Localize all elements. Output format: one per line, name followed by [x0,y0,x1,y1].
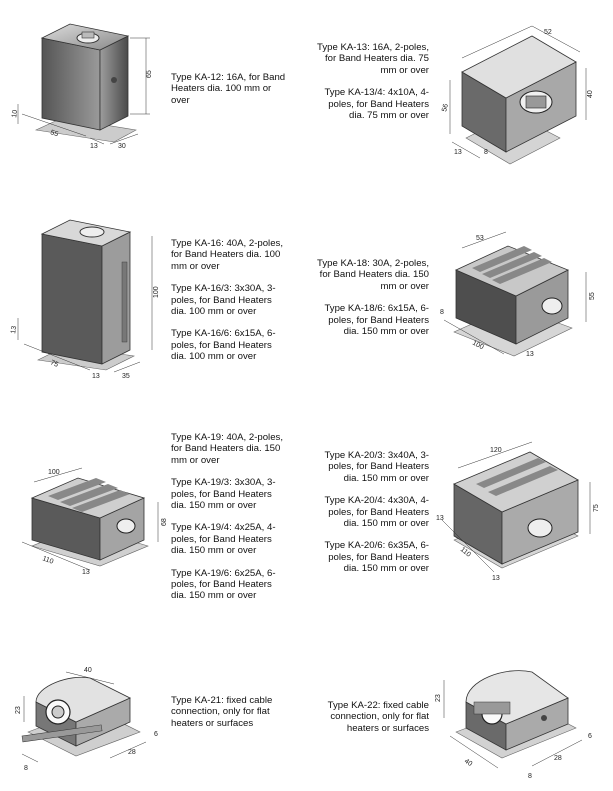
dim-label: 28 [128,749,136,756]
ka-19-caption: Type KA-19: 40A, 2-poles, for Band Heate… [171,432,289,613]
spec-line: Type KA-16/3: 3x30A, 3-poles, for Band H… [171,283,276,318]
dim-label: 8 [24,765,28,772]
spec-line: Type KA-22: fixed cable connection, only… [327,700,429,734]
ka-20-product-image: 120 75 110 13 13 [432,440,604,585]
spec-line: Type KA-18: 30A, 2-poles, for Band Heate… [317,258,429,292]
dim-label: 8 [484,149,488,156]
ka-18-product-image: 53 55 100 13 8 [432,228,604,368]
dim-label: 23 [435,694,442,702]
spec-line: Type KA-13: 16A, 2-poles, for Band Heate… [317,42,429,76]
dim-label: 6 [154,731,158,738]
spec-line: Type KA-13/4: 4x10A, 4-poles, for Band H… [324,87,429,122]
dim-label: 120 [490,447,502,454]
dim-label: 40 [587,90,594,98]
dim-label: 35 [122,373,130,380]
dim-label: 75 [593,504,600,512]
spec-line: Type KA-20/4: 4x30A, 4-poles, for Band H… [324,495,429,530]
spec-line: Type KA-18/6: 6x15A, 6-poles, for Band H… [324,303,429,338]
dim-label: 110 [41,555,54,565]
dim-label: 8 [440,309,444,316]
dim-label: 13 [454,149,462,156]
dim-label: 56 [441,103,450,112]
ka-13-product-image: 52 40 56 8 13 [440,20,600,170]
dim-label: 30 [118,143,126,150]
dim-label: 53 [476,235,484,242]
ka-13-caption: Type KA-13: 16A, 2-poles, for Band Heate… [315,42,429,132]
spec-line: Type KA-19/3: 3x30A, 3-poles, for Band H… [171,477,276,512]
dim-label: 75 [49,359,59,368]
dim-label: 40 [84,667,92,674]
dim-label: 100 [48,469,60,476]
dim-label: 13 [492,575,500,582]
ka-16-product-image: 100 75 13 13 35 [10,219,165,382]
dim-label: 10 [11,109,19,118]
ka-16-caption: Type KA-16: 40A, 2-poles, for Band Heate… [171,238,289,374]
dim-label: 52 [544,29,552,36]
dim-label: 40 [463,758,473,768]
dim-label: 13 [10,325,18,334]
dim-label: 13 [436,515,444,522]
dim-label: 13 [92,373,100,380]
dim-label: 68 [161,518,168,526]
dim-label: 100 [153,286,160,298]
spec-line: Type KA-20/6: 6x35A, 6-poles, for Band H… [324,540,429,575]
spec-line: Type KA-16/6: 6x15A, 6-poles, for Band H… [171,328,276,363]
ka-18-caption: Type KA-18: 30A, 2-poles, for Band Heate… [315,258,429,348]
ka-19-product-image: 100 68 110 13 [12,460,170,580]
dim-label: 100 [471,340,485,352]
spec-line: Type KA-19: 40A, 2-poles, for Band Heate… [171,432,283,466]
ka-21-product-image: 40 23 28 8 6 [10,662,165,780]
dim-label: 13 [526,351,534,358]
dim-label: 8 [528,773,532,780]
ka-12-product-image: 65 55 10 13 30 [10,18,162,150]
spec-line: Type KA-19/4: 4x25A, 4-poles, for Band H… [171,522,276,557]
dim-label: 6 [588,733,592,740]
dim-label: 55 [49,129,59,138]
spec-line: Type KA-19/6: 6x25A, 6-poles, for Band H… [171,567,276,602]
dim-label: 13 [90,143,98,150]
spec-line: Type KA-20/3: 3x40A, 3-poles, for Band H… [324,450,429,484]
dim-label: 13 [82,569,90,576]
ka-21-caption: Type KA-21: fixed cable connection, only… [171,695,291,740]
spec-line: Type KA-12: 16A, for Band Heaters dia. 1… [171,72,286,106]
dim-label: 65 [146,70,153,78]
dim-label: 23 [15,706,22,714]
spec-line: Type KA-21: fixed cable connection, only… [171,695,273,729]
ka-22-caption: Type KA-22: fixed cable connection, only… [315,700,429,745]
ka-12-caption: Type KA-12: 16A, for Band Heaters dia. 1… [171,72,291,117]
spec-line: Type KA-16: 40A, 2-poles, for Band Heate… [171,238,283,272]
dim-label: 28 [554,755,562,762]
ka-20-caption: Type KA-20/3: 3x40A, 3-poles, for Band H… [315,450,429,586]
dim-label: 55 [589,292,596,300]
ka-22-product-image: 23 40 28 8 6 [435,662,604,786]
